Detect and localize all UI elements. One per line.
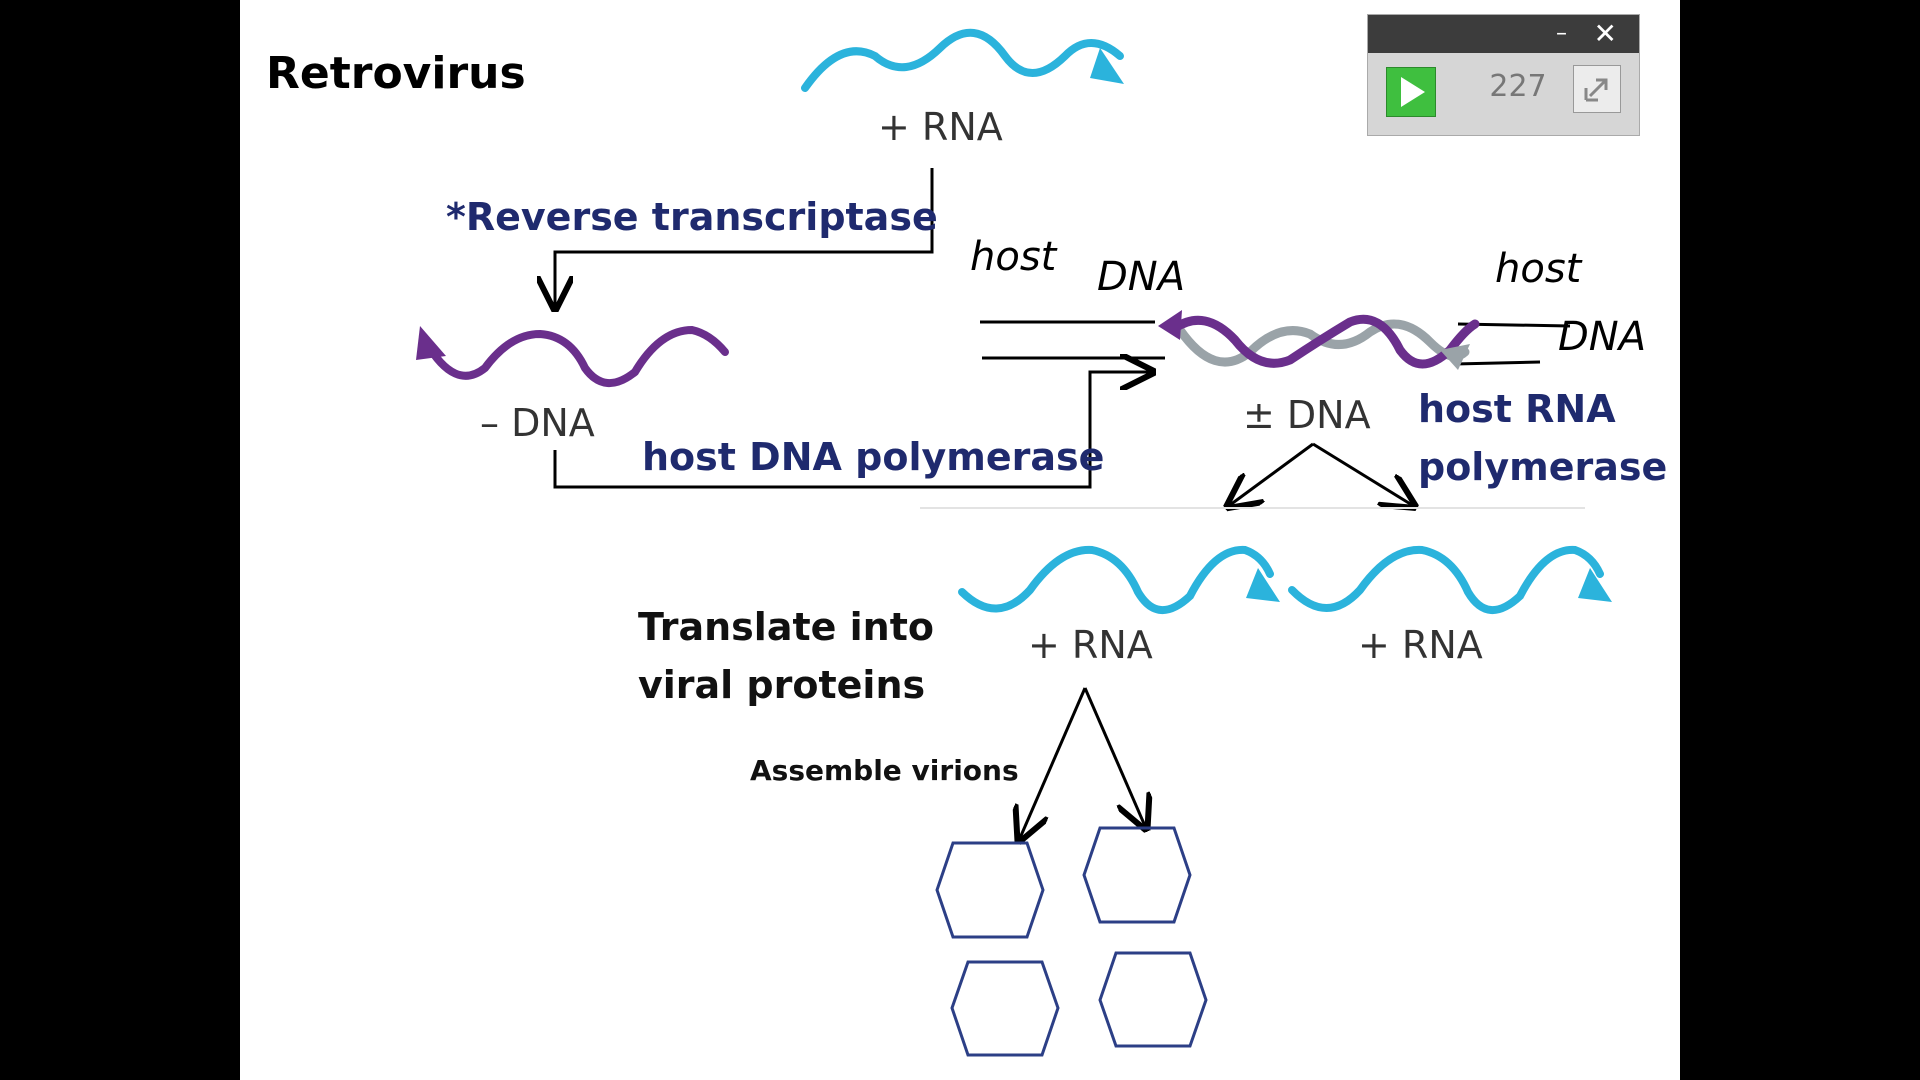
minus-dna-label: – DNA (480, 401, 595, 445)
minimize-button[interactable]: – (1556, 21, 1567, 46)
host-rna-polymerase-label-line2: polymerase (1418, 445, 1667, 489)
virion-hexagon (1098, 951, 1208, 1048)
translate-label-line2: viral proteins (638, 663, 925, 707)
retrovirus-diagram: Retrovirus + RNA *Reverse transcriptase … (266, 28, 1667, 1057)
handwritten-dna-left: DNA (1097, 254, 1185, 300)
plus-rna-label-right: + RNA (1358, 623, 1483, 667)
virion-hexagon (935, 841, 1045, 939)
handwritten-host-left: host (970, 234, 1058, 280)
dna-arrowhead-icon (1440, 344, 1470, 370)
translate-label-line1: Translate into (638, 605, 934, 649)
rna-arrowhead-icon (1578, 568, 1612, 602)
minus-dna-strand (416, 325, 729, 388)
host-dna-polymerase-arrow (553, 372, 1150, 489)
virion-hexagon (950, 960, 1060, 1057)
reverse-transcription-arrow (555, 168, 934, 306)
transcription-arrow-left (1230, 442, 1314, 505)
handwritten-dna-right: DNA (1558, 314, 1646, 360)
close-button[interactable]: ✕ (1593, 17, 1617, 50)
assemble-arrow-left (1020, 687, 1087, 838)
pm-dna-label: ± DNA (1243, 393, 1371, 437)
dna-arrowhead-icon (1158, 310, 1182, 340)
host-dna-line-right-bottom (1454, 360, 1541, 366)
play-button[interactable] (1386, 67, 1436, 117)
rna-arrowhead-icon (1246, 568, 1280, 602)
page-title: Retrovirus (266, 48, 526, 99)
double-strand-dna (1158, 310, 1480, 370)
host-dna-polymerase-label: host DNA polymerase (642, 435, 1104, 479)
reverse-transcriptase-label: *Reverse transcriptase (446, 195, 938, 239)
virion-hexagon (1082, 826, 1192, 924)
rna-strand-left (958, 545, 1280, 615)
timer-title-bar: – ✕ (1368, 15, 1639, 53)
assemble-arrow-right (1083, 687, 1145, 826)
rna-strand-right (1288, 545, 1612, 615)
assemble-virions-label: Assemble virions (750, 754, 1019, 787)
rna-strand-top (801, 28, 1124, 92)
plus-rna-label-left: + RNA (1028, 623, 1153, 667)
transcription-arrow-right (1312, 442, 1412, 505)
rna-arrowhead-icon (1090, 48, 1124, 84)
expand-icon (1584, 78, 1608, 102)
timer-count: 227 (1489, 69, 1547, 104)
plus-rna-label-top: + RNA (878, 105, 1003, 149)
timer-widget: – ✕ 227 (1367, 14, 1640, 136)
lecture-slide: Retrovirus + RNA *Reverse transcriptase … (240, 0, 1680, 1080)
dna-arrowhead-icon (416, 326, 446, 360)
handwritten-host-right: host (1495, 246, 1583, 292)
host-rna-polymerase-label-line1: host RNA (1418, 387, 1616, 431)
expand-button[interactable] (1573, 65, 1621, 113)
